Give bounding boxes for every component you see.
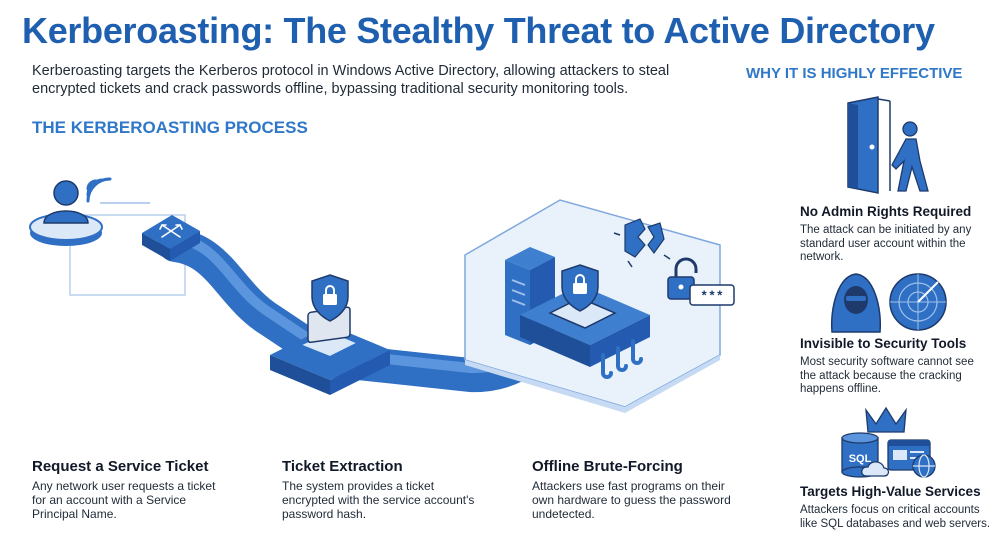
step-title: Request a Service Ticket: [32, 458, 209, 475]
intro-text: Kerberoasting targets the Kerberos proto…: [32, 63, 670, 97]
effective-desc: The attack can be initiated by any stand…: [800, 224, 972, 263]
connector-outline: [69, 214, 186, 296]
radar-icon: [889, 273, 947, 331]
step-desc: Any network user requests a ticket for a…: [32, 479, 216, 521]
page-title: Kerberoasting: The Stealthy Threat to Ac…: [22, 10, 935, 51]
user-node: [29, 177, 112, 246]
user-body-icon: [43, 210, 89, 224]
effective-title: No Admin Rights Required: [800, 204, 972, 219]
processor-chip-icon: [520, 285, 650, 379]
effective-heading: WHY IT IS HIGHLY EFFECTIVE: [746, 65, 963, 82]
step-request-ticket: Request a Service Ticket Any network use…: [32, 458, 232, 521]
wifi-icon: [86, 177, 112, 203]
step-desc: Attackers use fast programs on their own…: [532, 479, 731, 521]
effective-title: Invisible to Security Tools: [800, 336, 967, 351]
router-node: [142, 215, 200, 261]
sql-label: SQL: [849, 453, 872, 465]
offline-cracking-node: ***: [464, 199, 735, 413]
network-arrows-icon: [159, 224, 183, 238]
effective-desc: Most security software cannot see the at…: [800, 356, 974, 395]
cloud-icon: [861, 461, 890, 477]
process-heading: THE KERBEROASTING PROCESS: [32, 118, 308, 137]
effective-high-value: Targets High-Value Services Attackers fo…: [800, 484, 995, 531]
kerberoasting-process-diagram: ***: [29, 177, 735, 413]
door-exit-icon: [847, 96, 929, 194]
effective-no-admin: No Admin Rights Required The attack can …: [800, 204, 975, 265]
step-desc: The system provides a ticket encrypted w…: [282, 479, 475, 521]
hacker-radar-icon: [830, 273, 947, 333]
step-offline-brute-forcing: Offline Brute-Forcing Attackers use fast…: [532, 458, 732, 521]
password-field: ***: [689, 284, 735, 306]
globe-icon: [912, 454, 936, 478]
step-title: Ticket Extraction: [282, 458, 403, 475]
effective-title: Targets High-Value Services: [800, 484, 981, 499]
broken-shield-icon: [613, 218, 671, 268]
user-head-icon: [53, 180, 79, 206]
password-mask: ***: [700, 289, 723, 304]
extraction-node: [270, 274, 390, 395]
effective-invisible: Invisible to Security Tools Most securit…: [800, 336, 975, 397]
effective-desc: Attackers focus on critical accounts lik…: [800, 504, 991, 530]
high-value-services-icon: SQL: [841, 406, 936, 478]
step-title: Offline Brute-Forcing: [532, 458, 683, 475]
crown-icon: [865, 406, 907, 433]
step-ticket-extraction: Ticket Extraction The system provides a …: [282, 458, 482, 521]
